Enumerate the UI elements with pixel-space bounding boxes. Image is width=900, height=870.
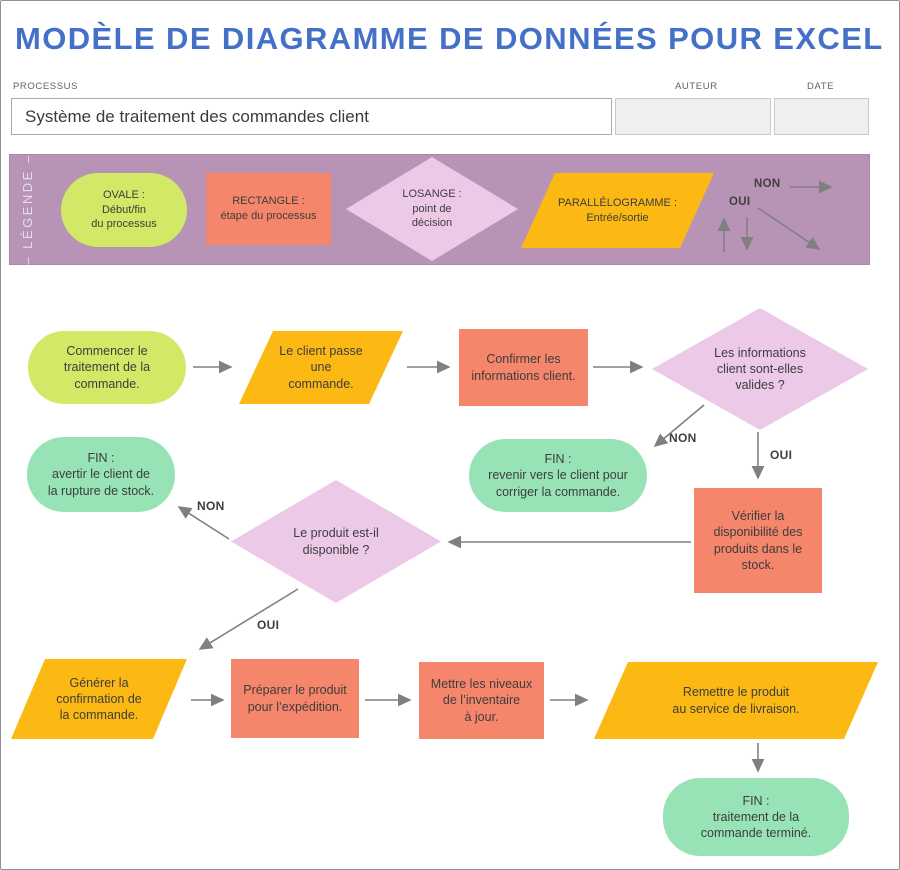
node-update-label: Mettre les niveaux de l’inventaire à jou… [430, 677, 533, 724]
legend-rectangle-shape: RECTANGLE : étape du processus [206, 173, 331, 245]
node-prepare-label: Préparer le produit pour l’expédition. [243, 683, 347, 714]
date-label: DATE [807, 81, 835, 92]
edge-label-yes-valid: OUI [770, 448, 793, 462]
node-available-decision-label: Le produit est-il disponible ? [293, 526, 379, 557]
edge-label-yes-available: OUI [257, 618, 280, 632]
node-fin-stock-label: FIN : avertir le client de la rupture de… [47, 451, 155, 498]
node-fin-correct: FIN : revenir vers le client pour corrig… [469, 439, 647, 512]
legend-parallelogram-shape: PARALLÉLOGRAMME : Entrée/sortie [521, 173, 714, 248]
legend-yes-label: OUI [729, 196, 751, 208]
node-valid-decision-label: Les informations client sont-elles valid… [714, 345, 806, 393]
page-title: MODÈLE DE DIAGRAMME DE DONNÉES POUR EXCE… [15, 21, 884, 56]
node-order-label: Le client passe une commande. [279, 344, 363, 391]
node-generate: Générer la confirmation de la commande. [11, 659, 187, 739]
legend-oval-label: OVALE : Début/fin du processus [91, 188, 157, 231]
node-start-label: Commencer le traitement de la commande. [63, 344, 151, 391]
legend-heading: – LÉGENDE – [20, 153, 35, 265]
legend-rectangle-label: RECTANGLE : étape du processus [220, 195, 317, 222]
date-field[interactable] [774, 98, 869, 135]
node-available-decision: Le produit est-il disponible ? [231, 480, 441, 603]
legend-diamond-label: LOSANGE : point de décision [402, 187, 462, 230]
arrow-available-yes-to-generate [198, 588, 299, 650]
node-verify: Vérifier la disponibilité des produits d… [694, 488, 822, 593]
node-prepare: Préparer le produit pour l’expédition. [231, 659, 359, 738]
node-start: Commencer le traitement de la commande. [28, 331, 186, 404]
legend-no-label: NON [754, 178, 781, 190]
node-order: Le client passe une commande. [239, 331, 403, 404]
node-deliver-label: Remettre le produit au service de livrai… [672, 685, 800, 716]
edge-label-no-invalid: NON [669, 431, 697, 445]
node-fin-correct-label: FIN : revenir vers le client pour corrig… [488, 452, 628, 499]
edge-label-no-stock: NON [197, 499, 225, 513]
node-fin-done: FIN : traitement de la commande terminé. [663, 778, 849, 856]
node-deliver: Remettre le produit au service de livrai… [594, 662, 878, 739]
node-generate-label: Générer la confirmation de la commande. [56, 675, 142, 723]
node-confirm: Confirmer les informations client. [459, 329, 588, 406]
node-update: Mettre les niveaux de l’inventaire à jou… [419, 662, 544, 739]
node-fin-done-label: FIN : traitement de la commande terminé. [700, 793, 812, 841]
author-field[interactable] [615, 98, 771, 135]
process-field[interactable]: Système de traitement des commandes clie… [11, 98, 612, 135]
node-valid-decision: Les informations client sont-elles valid… [652, 308, 868, 430]
node-confirm-label: Confirmer les informations client. [471, 352, 576, 383]
process-label: PROCESSUS [13, 81, 79, 92]
legend-oval-shape: OVALE : Début/fin du processus [61, 173, 187, 247]
node-verify-label: Vérifier la disponibilité des produits d… [713, 509, 803, 572]
node-fin-stock: FIN : avertir le client de la rupture de… [27, 437, 175, 512]
legend-parallelogram-label: PARALLÉLOGRAMME : Entrée/sortie [558, 196, 677, 224]
author-label: AUTEUR [675, 81, 718, 92]
